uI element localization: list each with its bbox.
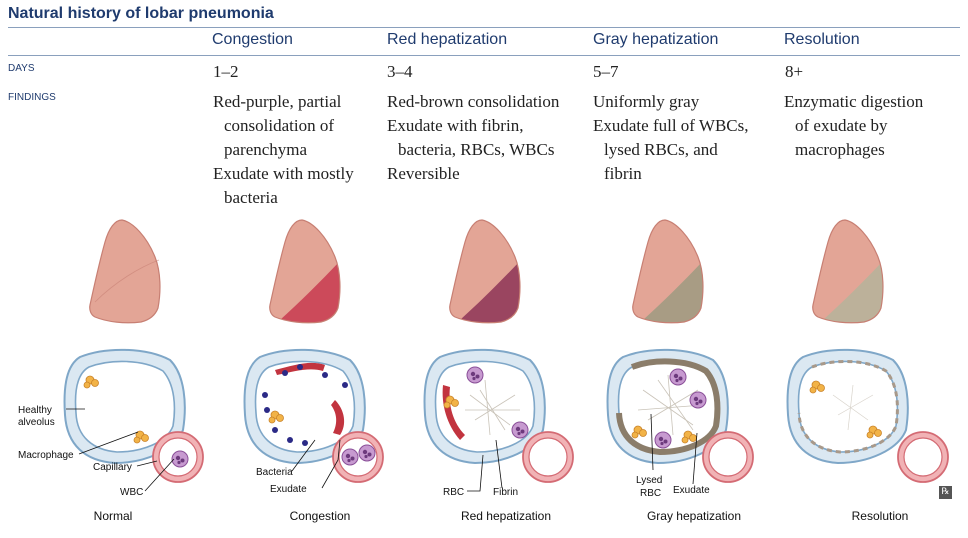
finding-line: bacteria, RBCs, WBCs (398, 140, 555, 159)
callout-exudate-gray: Exudate (673, 485, 710, 496)
findings-row-label: FINDINGS (8, 92, 56, 103)
label-red-hepatization: Red hepatization (461, 509, 551, 523)
callout-healthy: Healthy (18, 405, 52, 416)
stage-header-red-hepatization: Red hepatization (387, 31, 508, 48)
alveolus-resolution (786, 348, 909, 464)
callout-lysed-rbc: RBC (640, 488, 661, 499)
finding-line: Uniformly gray (593, 92, 700, 111)
finding-line: parenchyma (224, 140, 308, 159)
callout-capillary: Capillary (93, 462, 132, 473)
alveolus-gray-hepatization (606, 348, 729, 464)
title-rule (8, 27, 960, 28)
finding-line: Exudate with mostly (213, 164, 354, 183)
days-red-hepatization: 3–4 (387, 62, 413, 81)
findings-gray-hepatization: Uniformly gray Exudate full of WBCs, lys… (593, 90, 749, 186)
finding-line: macrophages (795, 140, 885, 159)
finding-line: Exudate full of WBCs, (593, 116, 749, 135)
stage-header-congestion: Congestion (212, 31, 293, 48)
findings-resolution: Enzymatic digestion of exudate by macrop… (784, 90, 923, 162)
alveolus-red-hepatization (423, 348, 546, 464)
capillary-normal (152, 431, 204, 483)
finding-line: lysed RBCs, and (604, 140, 718, 159)
header-rule (8, 55, 960, 56)
callout-wbc: WBC (120, 487, 143, 498)
finding-line: Red-purple, partial (213, 92, 342, 111)
stage-header-gray-hepatization: Gray hepatization (593, 31, 719, 48)
finding-line: of exudate by (795, 116, 888, 135)
label-congestion: Congestion (290, 509, 351, 523)
lung-gray-hepatization (632, 219, 704, 324)
finding-line: fibrin (604, 164, 642, 183)
callout-fibrin: Fibrin (493, 487, 518, 498)
lung-congestion (269, 219, 341, 324)
findings-congestion: Red-purple, partial consolidation of par… (213, 90, 354, 210)
callout-alveolus: alveolus (18, 417, 55, 428)
days-gray-hepatization: 5–7 (593, 62, 619, 81)
capillary-congestion (332, 431, 384, 483)
days-row-label: DAYS (8, 63, 35, 74)
capillary-red-hepatization (522, 431, 574, 483)
alveolus-congestion (243, 348, 366, 464)
finding-line: Exudate with fibrin, (387, 116, 524, 135)
findings-red-hepatization: Red-brown consolidation Exudate with fib… (387, 90, 559, 186)
finding-line: consolidation of (224, 116, 335, 135)
capillary-gray-hepatization (702, 431, 754, 483)
finding-line: Red-brown consolidation (387, 92, 560, 111)
lung-normal (89, 219, 161, 324)
rx-logo-icon: ℞ (939, 486, 952, 499)
finding-line: Reversible (387, 164, 460, 183)
lung-red-hepatization (449, 219, 521, 324)
capillary-resolution (897, 431, 949, 483)
finding-line: bacteria (224, 188, 278, 207)
callout-exudate: Exudate (270, 484, 307, 495)
label-resolution: Resolution (852, 509, 909, 523)
callout-macrophage: Macrophage (18, 450, 74, 461)
callout-lysed: Lysed (636, 475, 662, 486)
days-congestion: 1–2 (213, 62, 239, 81)
callout-bacteria: Bacteria (256, 467, 293, 478)
days-resolution: 8+ (785, 62, 804, 81)
finding-line: Enzymatic digestion (784, 92, 924, 111)
lung-resolution (812, 219, 884, 324)
stage-header-resolution: Resolution (784, 31, 860, 48)
label-gray-hepatization: Gray hepatization (647, 509, 741, 523)
callout-rbc: RBC (443, 487, 464, 498)
label-normal: Normal (94, 509, 133, 523)
page-title: Natural history of lobar pneumonia (8, 5, 274, 22)
